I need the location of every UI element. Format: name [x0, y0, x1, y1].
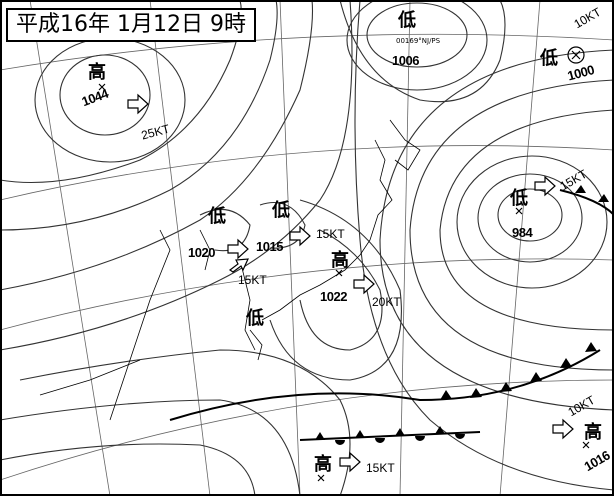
center-circle-icon: [567, 46, 585, 64]
center-marks: [98, 46, 590, 482]
occluded-front: [559, 185, 614, 216]
movement-arrow-icon: [534, 175, 556, 197]
low-label: 低: [540, 48, 558, 69]
coastlines: [39, 119, 421, 421]
pressure-value: 984: [512, 225, 533, 240]
center-cross-icon: [98, 83, 106, 91]
pressure-value: 1022: [320, 289, 347, 304]
pressure-value: 1020: [188, 245, 215, 260]
low-label: 低: [398, 10, 416, 31]
high-label: 高: [584, 422, 602, 443]
movement-arrow-icon: [353, 273, 375, 295]
speed-label: 15KT: [316, 227, 345, 241]
high-label: 高: [88, 62, 106, 83]
speed-label: 15KT: [366, 461, 395, 475]
map-title: 平成16年 1月12日 9時: [6, 8, 256, 42]
low-note: 00169°NJ/PS: [396, 37, 441, 45]
speed-label: 15KT: [238, 273, 267, 287]
center-cross-icon: [335, 269, 343, 277]
high-label: 高: [314, 454, 332, 475]
pressure-value: 1006: [392, 53, 419, 68]
low-label: 低: [510, 188, 528, 209]
stationary-front: [299, 426, 481, 445]
center-cross-icon: [317, 474, 325, 482]
movement-arrow-icon: [552, 418, 574, 440]
center-cross-icon: [515, 207, 523, 215]
low-label: 低: [272, 200, 290, 221]
center-cross-icon: [582, 441, 590, 449]
speed-label: 20KT: [372, 295, 401, 309]
movement-arrow-icon: [227, 238, 249, 260]
movement-arrow-icon: [228, 258, 249, 273]
movement-arrow-icon: [127, 93, 149, 115]
low-label: 低: [208, 206, 226, 227]
movement-arrows: [127, 93, 574, 473]
high-label: 高: [331, 250, 349, 271]
low-label: 低: [246, 308, 264, 329]
cold-front: [169, 342, 601, 421]
movement-arrow-icon: [289, 225, 311, 247]
movement-arrow-icon: [339, 451, 361, 473]
pressure-value: 1015: [256, 239, 283, 254]
